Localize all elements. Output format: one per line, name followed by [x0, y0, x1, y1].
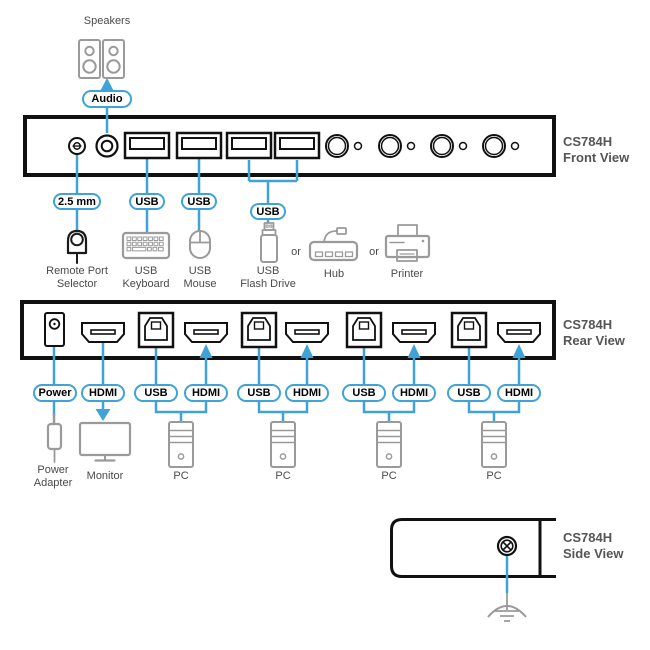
pc-tower-icon-2: [270, 421, 296, 468]
pc1-label: PC: [173, 470, 189, 482]
connector-arrows: [95, 78, 526, 421]
flash-bracket: [247, 160, 299, 223]
usb-pc1-pill: USB: [134, 384, 178, 402]
usb-mouse-icon: [189, 230, 211, 259]
speaker-arrow-icon: [100, 78, 114, 91]
pc3-label: PC: [381, 470, 397, 482]
pc3-lines: [362, 348, 416, 423]
usb-flash-drive-icon: [260, 222, 278, 263]
usb-mouse-label: USB Mouse: [183, 265, 217, 290]
or-label-1: or: [291, 246, 301, 258]
hdmi2-arrow-icon: [300, 344, 314, 358]
usb-pc2-pill: USB: [237, 384, 281, 402]
usb-pc3-pill: USB: [342, 384, 386, 402]
hub-icon: [308, 227, 359, 262]
side-panel: [390, 518, 556, 578]
dc-power-jack: [44, 312, 65, 347]
usb-keyboard-label: USB Keyboard: [122, 265, 170, 290]
pc-tower-icon-4: [481, 421, 507, 468]
usb-a-port-2: [175, 131, 223, 160]
usb-keyboard-icon: [121, 231, 171, 260]
hdmi-in-port-3: [392, 322, 436, 343]
hdmi3-arrow-icon: [407, 344, 421, 358]
power-pill: Power: [33, 384, 77, 402]
hdmi-pc4-pill: HDMI: [497, 384, 541, 402]
pc4-label: PC: [486, 470, 502, 482]
remote-jack-2-5mm: [68, 137, 86, 155]
hdmi-pc1-pill: HDMI: [184, 384, 228, 402]
usb-flash-drive-label: USB Flash Drive: [240, 265, 296, 290]
ground-symbol-icon: [487, 593, 527, 622]
printer-icon: [384, 224, 431, 262]
pc-tower-icon-3: [376, 421, 402, 468]
usb-b-port-1: [137, 311, 175, 349]
power-adapter-icon: [46, 413, 63, 463]
rear-ports: [44, 311, 541, 349]
side-view-title: CS784H Side View: [563, 530, 624, 561]
remote-port-selector-label: Remote Port Selector: [46, 265, 108, 290]
speakers-label: Speakers: [83, 15, 131, 27]
hdmi-pc3-pill: HDMI: [392, 384, 436, 402]
hdmi-pc2-pill: HDMI: [285, 384, 329, 402]
printer-label: Printer: [390, 268, 424, 280]
speakers-icon: [78, 39, 125, 79]
audio-jack: [95, 134, 119, 158]
pc-tower-icon-1: [168, 421, 194, 468]
usb-a-port-3: [225, 131, 273, 160]
hdmi-monitor-pill: HDMI: [81, 384, 125, 402]
usb-pc4-pill: USB: [447, 384, 491, 402]
hub-label: Hub: [323, 268, 345, 280]
pc1-lines: [154, 348, 208, 423]
usb-mouse-pill: USB: [181, 193, 217, 210]
usb-flash-pill: USB: [250, 203, 286, 220]
pc4-lines: [467, 348, 521, 423]
hdmi4-arrow-icon: [512, 344, 526, 358]
usb-keyboard-pill: USB: [129, 193, 165, 210]
jack-2-5mm-pill: 2.5 mm: [53, 193, 101, 210]
port-leds: [353, 141, 520, 151]
hdmi-out-port: [81, 322, 125, 343]
usb-b-port-3: [345, 311, 383, 349]
usb-b-port-2: [240, 311, 278, 349]
hdmi-in-port-2: [285, 322, 329, 343]
rear-view-title: CS784H Rear View: [563, 317, 625, 348]
usb-a-port-1: [123, 131, 171, 160]
audio-pill: Audio: [82, 90, 132, 108]
usb-a-port-4: [273, 131, 321, 160]
hdmi-in-port-4: [497, 322, 541, 343]
usb-b-port-4: [450, 311, 488, 349]
port-select-buttons: [325, 134, 506, 158]
or-label-2: or: [369, 246, 379, 258]
front-ports: [68, 131, 520, 160]
remote-port-selector-icon: [66, 229, 88, 264]
power-adapter-label: Power Adapter: [33, 464, 73, 489]
front-view-title: CS784H Front View: [563, 134, 630, 165]
pc2-label: PC: [275, 470, 291, 482]
pc2-lines: [257, 348, 309, 423]
grounding-screw-icon: [496, 535, 518, 557]
monitor-arrow-icon: [95, 409, 111, 421]
hdmi-in-port-1: [184, 322, 228, 343]
monitor-icon: [78, 421, 132, 462]
hdmi1-arrow-icon: [199, 344, 213, 358]
monitor-label: Monitor: [86, 470, 124, 482]
